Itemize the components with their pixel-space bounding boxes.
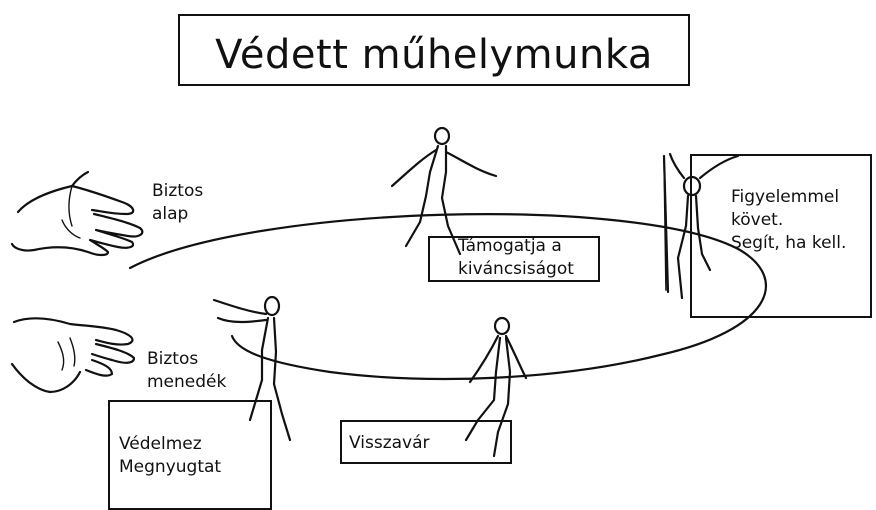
label-line: alap [152,204,189,224]
label-tamogatja: Támogatja a kiváncsiságot [458,235,574,281]
title-box: Védett műhelymunka [178,14,690,86]
walking-figure-bottom-icon [464,316,528,458]
label-biztos-alap: Biztos alap [152,180,203,226]
label-line: Megnyugtat [119,457,222,477]
box-tamogatja [428,236,600,282]
label-line: Támogatja a [458,236,562,256]
lower-hand-icon [10,317,136,394]
label-line: Védelmez [119,434,202,454]
label-line: Figyelemmel [731,187,840,207]
circle-path [128,213,768,381]
upper-hand-icon [10,170,144,257]
box-figyelemmel [690,154,872,318]
label-line: Biztos [147,349,199,369]
label-line: Segít, ha kell. [731,233,847,253]
label-figyelemmel: Figyelemmel követ. Segít, ha kell. [731,186,846,255]
label-line: követ. [731,210,784,230]
label-biztos-menedek: Biztos menedék [147,348,226,394]
label-line: kiváncsiságot [458,259,574,279]
walking-figure-top-icon [390,126,498,256]
reaching-figure-icon [212,295,292,442]
label-visszavar: Visszavár [349,433,430,453]
label-line: Biztos [152,181,204,201]
box-vedelmez [108,400,272,510]
label-vedelmez: Védelmez Megnyugtat [119,433,221,479]
box-visszavar [340,420,512,464]
label-line: menedék [147,372,227,392]
page-title: Védett műhelymunka [215,32,653,78]
